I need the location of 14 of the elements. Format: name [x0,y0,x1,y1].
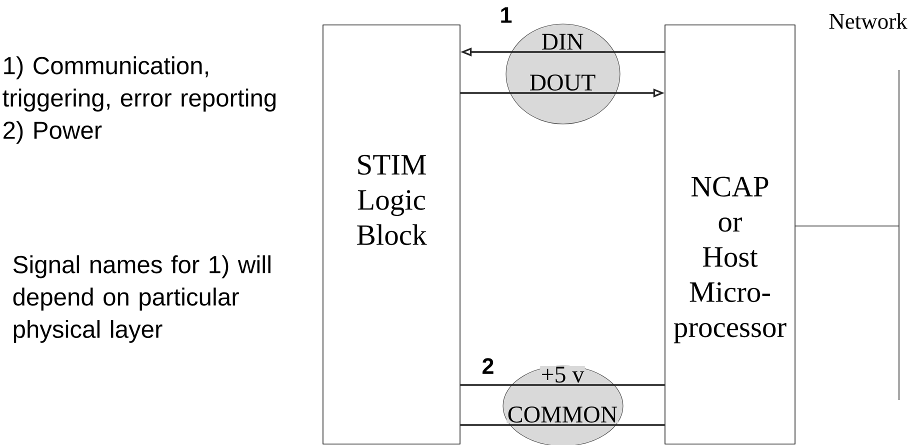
block-box: NCAP or Host Micro- processor [664,24,796,444]
edge-label: +5 v [542,366,584,383]
edge-label: COMMON [508,406,618,423]
edge-label: DIN [542,34,584,50]
callout-number: 1 [501,7,512,23]
callout-number: 2 [482,358,494,374]
signal-line [460,384,665,386]
edge-label: DOUT [530,74,596,91]
note-text: 1) Communication, triggering, error reporting 2) Power [2,56,276,144]
network-bus-line [898,70,900,400]
signal-line [460,424,665,426]
note-text: Signal names for 1) will depend on particular physical layer [13,255,270,343]
network-label: Network [829,13,908,29]
block-box: STIM Logic Block [322,24,460,444]
